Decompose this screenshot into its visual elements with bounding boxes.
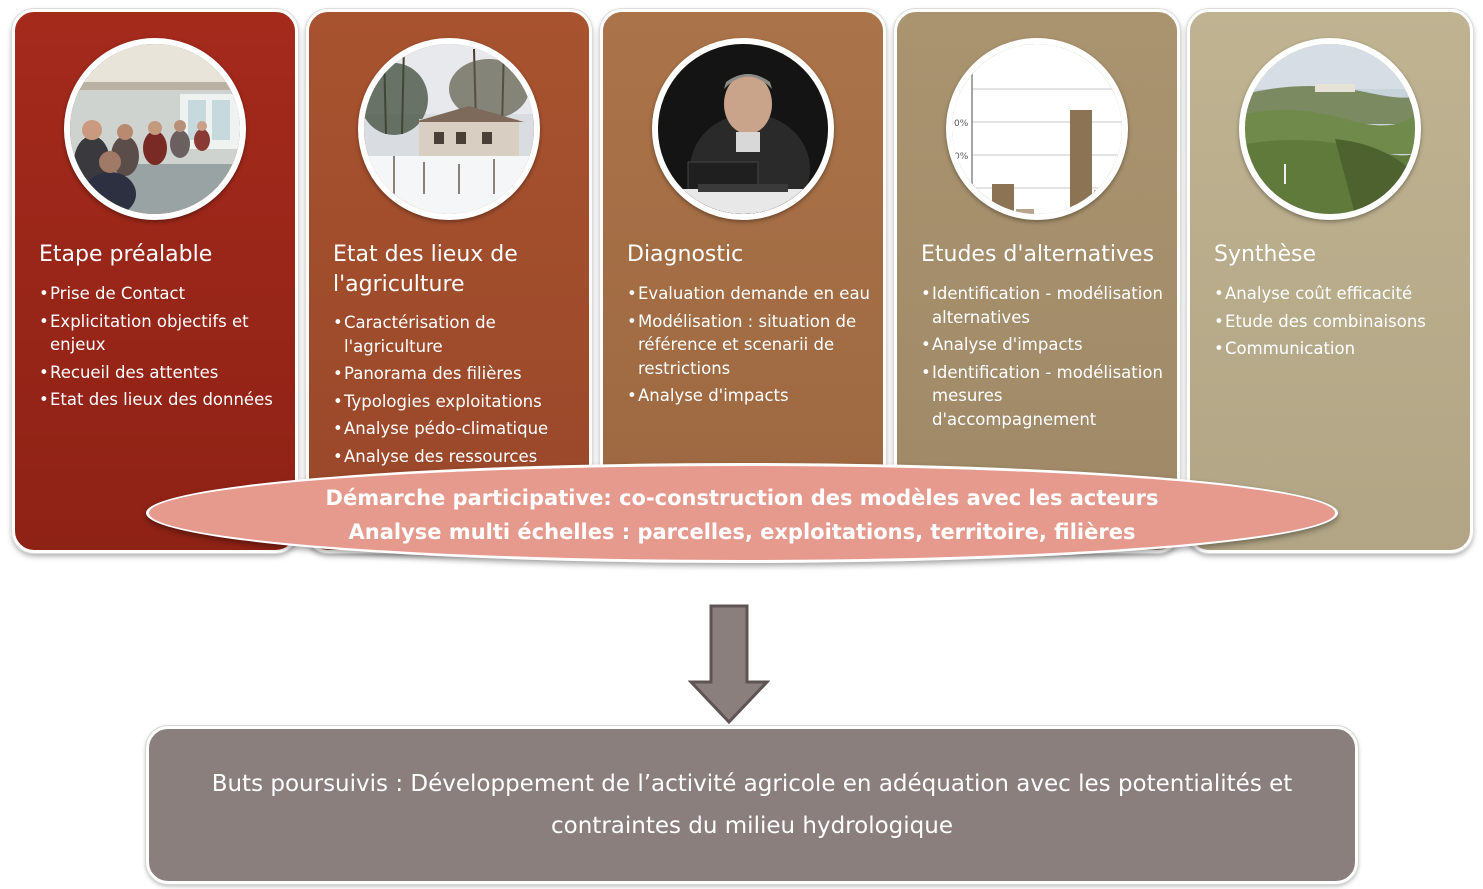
goal-text: Buts poursuivis : Développement de l’act… <box>211 771 1293 839</box>
phase-card-agriculture-inventory: Etat des lieux de l'agriculture Caractér… <box>306 9 592 553</box>
list-item: Recueil des attentes <box>39 361 289 385</box>
phase-title: Diagnostic <box>627 242 744 267</box>
list-item: Prise de Contact <box>39 282 289 306</box>
list-item: Etude des combinaisons <box>1214 310 1464 334</box>
phase-title: Etat des lieux de l'agriculture <box>333 242 518 297</box>
list-item: Analyse coût efficacité <box>1214 282 1464 306</box>
phase-item-list: Prise de Contact Explicitation objectifs… <box>39 282 289 416</box>
list-item: Explicitation objectifs et enjeux <box>39 310 289 357</box>
phase-card-alternatives: 0% 0% Etudes d'alternatives Identificati… <box>894 9 1180 553</box>
participatory-line-1: Démarche participative: co-construction … <box>325 486 1159 510</box>
list-item: Analyse d'impacts <box>627 384 877 408</box>
landscape-photo <box>1239 38 1421 220</box>
phase-title: Etudes d'alternatives <box>921 242 1155 267</box>
list-item: Identification - modélisation mesures d'… <box>921 361 1171 432</box>
participatory-approach-ellipse <box>146 463 1338 563</box>
chart-tick-label: 0% <box>954 119 969 129</box>
list-item: Panorama des filières <box>333 362 583 386</box>
participatory-line-2: Analyse multi échelles : parcelles, expl… <box>348 520 1136 544</box>
list-item: Communication <box>1214 337 1464 361</box>
bar-chart-photo: 0% 0% <box>946 38 1128 220</box>
list-item: Analyse pédo-climatique <box>333 417 583 441</box>
goal-box: Buts poursuivis : Développement de l’act… <box>146 726 1358 884</box>
list-item: Evaluation demande en eau <box>627 282 877 306</box>
farm-snow-photo <box>358 38 540 220</box>
phase-item-list: Caractérisation de l'agriculture Panoram… <box>333 311 583 472</box>
participatory-approach-text: Démarche participative: co-construction … <box>146 481 1338 549</box>
list-item: Identification - modélisation alternativ… <box>921 282 1171 329</box>
phase-card-preliminary: Etape préalable Prise de Contact Explici… <box>12 9 298 553</box>
meeting-photo <box>64 38 246 220</box>
presenter-photo <box>652 38 834 220</box>
phase-item-list: Analyse coût efficacité Etude des combin… <box>1214 282 1464 365</box>
list-item: Typologies exploitations <box>333 390 583 414</box>
phase-card-synthesis: Synthèse Analyse coût efficacité Etude d… <box>1187 9 1473 553</box>
list-item: Analyse des ressources <box>333 445 583 469</box>
down-arrow-icon <box>688 604 770 724</box>
chart-tick-label: 0% <box>954 152 969 162</box>
phase-title: Synthèse <box>1214 242 1317 267</box>
list-item: Modélisation : situation de référence et… <box>627 310 877 381</box>
phase-item-list: Evaluation demande en eau Modélisation :… <box>627 282 877 412</box>
phase-item-list: Identification - modélisation alternativ… <box>921 282 1171 435</box>
list-item: Etat des lieux des données <box>39 388 289 412</box>
list-item: Analyse d'impacts <box>921 333 1171 357</box>
list-item: Caractérisation de l'agriculture <box>333 311 583 358</box>
phase-title: Etape préalable <box>39 242 213 267</box>
